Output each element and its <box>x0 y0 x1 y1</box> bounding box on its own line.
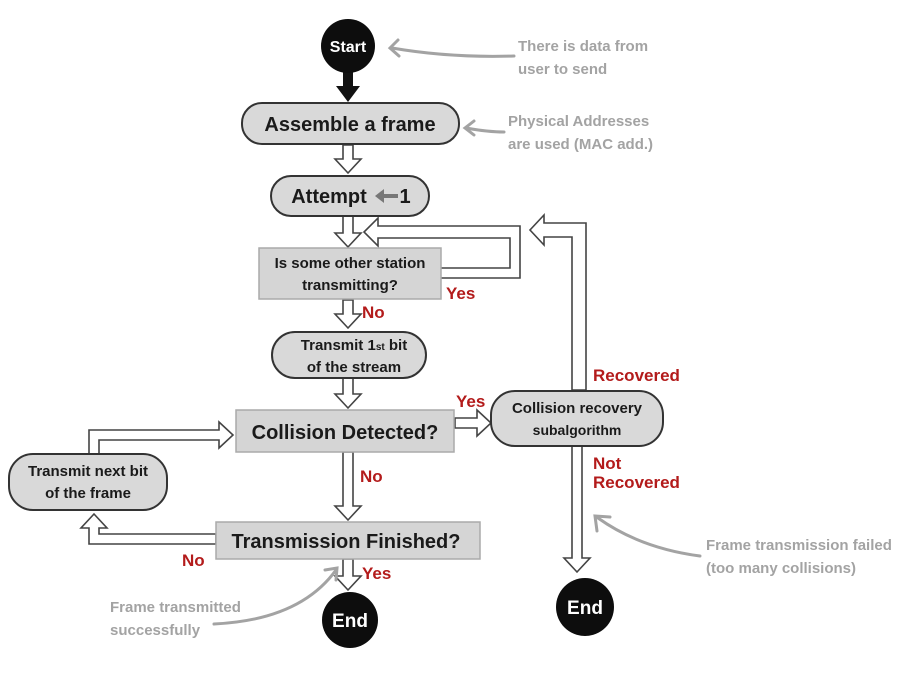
transmit-first-label-line1: Transmit 1st bit <box>301 337 407 354</box>
assemble-frame-node: Assemble a frame <box>241 102 460 145</box>
not-recovered-label-line2: Recovered <box>593 473 680 492</box>
transmission-finished-label: Transmission Finished? <box>232 531 461 553</box>
arrow-collision-to-finished <box>333 451 363 522</box>
arrow-finished-no-to-next-bit <box>79 512 217 545</box>
transmit-next-bit-label-line1: Transmit next bit <box>28 463 148 480</box>
arrow-next-bit-to-collision <box>88 420 235 455</box>
mac-note-line2: are used (MAC add.) <box>508 136 653 153</box>
success-note-line2: successfully <box>110 622 201 639</box>
transmit-next-bit-node: Transmit next bit of the frame <box>8 453 168 511</box>
collision-no-label: No <box>360 467 383 486</box>
transmit-first-label-line2: of the stream <box>307 359 401 376</box>
transmission-finished-decision: Transmission Finished? <box>215 521 481 560</box>
transmit-first-bit-node: Transmit 1st bit of the stream <box>271 331 427 379</box>
mac-note-line1: Physical Addresses <box>508 113 649 130</box>
arrow-start-to-assemble <box>336 66 360 102</box>
note-pointer-fail <box>596 516 702 558</box>
not-recovered-label-line1: Not <box>593 454 622 473</box>
collision-recovery-node: Collision recovery subalgorithm <box>490 390 664 447</box>
recovered-label: Recovered <box>593 366 680 385</box>
fail-note-line1: Frame transmission failed <box>706 537 892 554</box>
sensing-no-label: No <box>362 303 385 322</box>
carrier-sense-decision: Is some other station transmitting? <box>258 247 442 300</box>
arrow-sensing-to-transmit-first <box>333 299 363 330</box>
collision-recovery-label-line2: subalgorithm <box>533 422 622 438</box>
start-label: Start <box>330 39 367 56</box>
finished-yes-label: Yes <box>362 564 391 583</box>
assign-arrow-icon <box>375 189 398 203</box>
note-pointer-success <box>212 568 338 626</box>
end-success-label: End <box>332 611 368 632</box>
attempt-value: 1 <box>399 186 410 208</box>
arrow-finished-to-end <box>333 558 363 592</box>
arrow-transmit-first-to-collision <box>333 376 363 410</box>
start-note-line2: user to send <box>518 61 607 78</box>
collision-detected-decision: Collision Detected? <box>235 409 455 453</box>
attempt-label: Attempt <box>291 186 367 208</box>
start-node: Start <box>321 19 375 73</box>
note-pointer-success-head <box>323 566 339 582</box>
arrow-attempt-to-sensing <box>333 215 363 249</box>
start-note-line1: There is data from <box>518 38 648 55</box>
arrow-not-recovered-to-end <box>562 445 592 574</box>
note-pointer-start <box>390 46 516 58</box>
carrier-sense-label-line1: Is some other station <box>275 255 426 272</box>
note-pointer-fail-head <box>593 514 612 533</box>
note-pointer-mac-head <box>462 119 476 137</box>
carrier-sense-label-line2: transmitting? <box>302 277 398 294</box>
note-pointer-mac <box>464 126 506 134</box>
arrow-sensing-yes-loop <box>362 216 521 279</box>
end-fail-node: End <box>556 578 614 636</box>
end-success-node: End <box>322 592 378 648</box>
end-fail-label: End <box>567 598 603 619</box>
arrow-recovered-loop <box>528 212 587 391</box>
fail-note-line2: (too many collisions) <box>706 560 856 577</box>
arrow-collision-to-recovery <box>454 408 493 438</box>
sensing-yes-label: Yes <box>446 284 475 303</box>
attempt-node: Attempt 1 <box>270 175 430 217</box>
note-pointer-start-head <box>387 38 401 58</box>
collision-recovery-label-line1: Collision recovery <box>512 400 643 417</box>
collision-yes-label: Yes <box>456 392 485 411</box>
collision-detected-label: Collision Detected? <box>252 422 439 444</box>
assemble-frame-label: Assemble a frame <box>264 114 435 136</box>
arrow-assemble-to-attempt <box>333 144 363 175</box>
finished-no-label: No <box>182 551 205 570</box>
transmit-next-bit-label-line2: of the frame <box>45 485 131 502</box>
success-note-line1: Frame transmitted <box>110 599 241 616</box>
